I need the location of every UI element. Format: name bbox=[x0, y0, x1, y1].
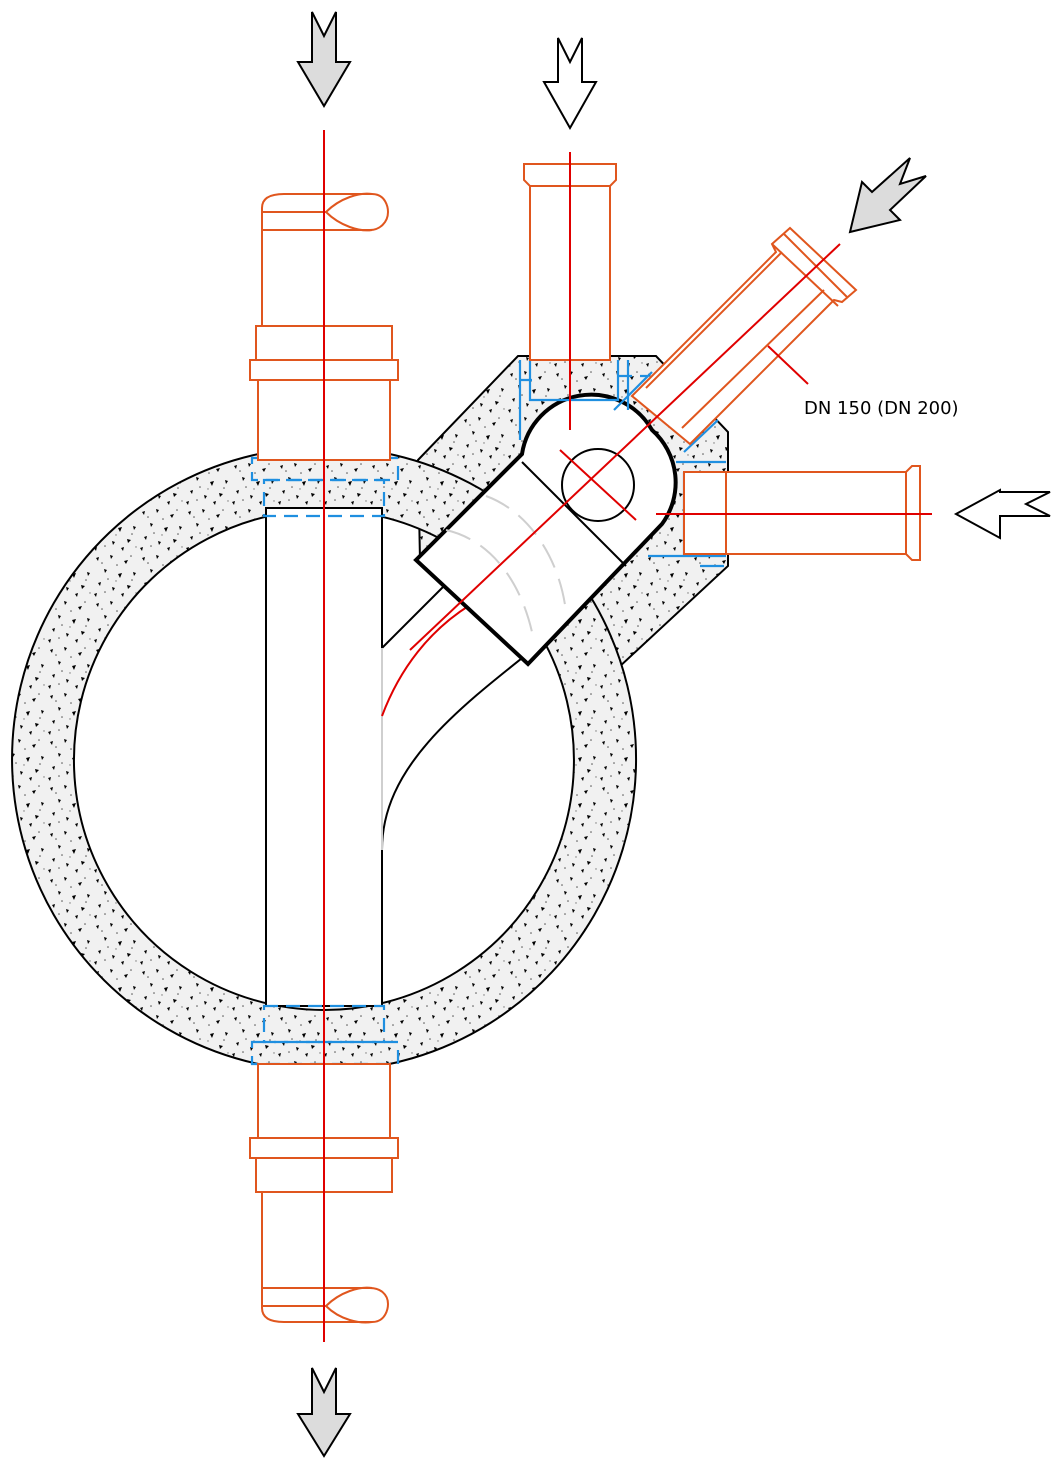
flow-arrow-diagonal-inlet bbox=[848, 157, 927, 234]
bend-hidden-curve-1 bbox=[445, 529, 533, 633]
center-lines bbox=[323, 130, 932, 1342]
seal-diagonal-inlet bbox=[613, 371, 719, 453]
main-inlet-pipe-break bbox=[262, 192, 373, 232]
seal-right-inlet bbox=[648, 460, 726, 568]
bend-cross-1 bbox=[559, 449, 637, 521]
seal-top-inlet-detail bbox=[520, 374, 648, 382]
side-channel-centerline bbox=[381, 604, 471, 717]
diagonal-inlet-pipe-inner bbox=[645, 251, 825, 429]
bend-hidden-curve-2 bbox=[485, 495, 567, 613]
flow-arrow-outlet bbox=[296, 1367, 352, 1458]
flow-arrow-main-inlet bbox=[296, 11, 352, 108]
flow-arrow-right-inlet bbox=[953, 488, 1051, 540]
seal-main-top-inner bbox=[262, 478, 386, 518]
bend-fitting-joint-line bbox=[521, 461, 627, 567]
diagonal-dn-marker bbox=[767, 345, 809, 385]
flow-arrow-top-inlet bbox=[542, 37, 598, 131]
dn-size-label: DN 150 (DN 200) bbox=[804, 398, 959, 419]
main-inlet-pipe-body bbox=[261, 193, 390, 460]
flow-arrows bbox=[296, 11, 1051, 1458]
seal-main-bottom-outer bbox=[262, 1004, 386, 1044]
seals bbox=[250, 360, 726, 1066]
main-outlet-pipe-break bbox=[262, 1286, 373, 1324]
diagonal-axis bbox=[409, 243, 841, 651]
